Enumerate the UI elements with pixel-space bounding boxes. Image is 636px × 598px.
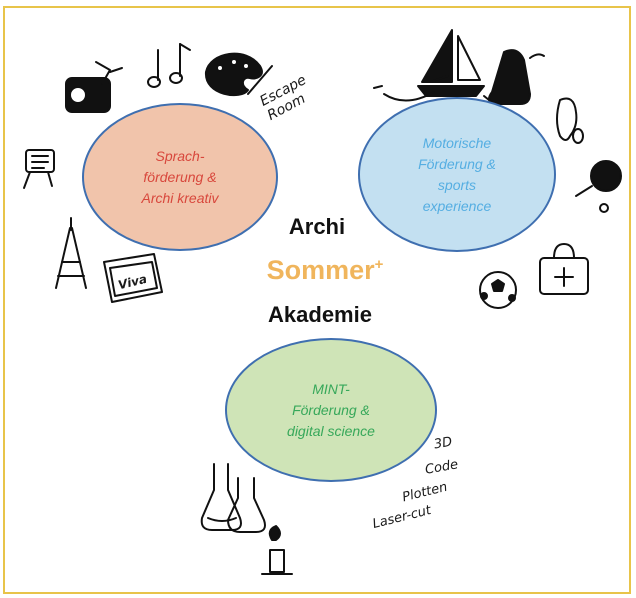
- palette-icon: [204, 52, 273, 97]
- viva-card-icon: [103, 253, 163, 303]
- footprint-icon: [556, 97, 584, 144]
- sprach-bubble: Sprach- förderung & Archi kreativ: [82, 103, 278, 251]
- mint-bubble: MINT- Förderung & digital science: [225, 338, 437, 482]
- title-sommer: Sommer+: [245, 255, 405, 286]
- flags-icon: [23, 149, 55, 189]
- first-aid-bag-icon: [539, 243, 589, 295]
- motorik-bubble: Motorische Förderung & sports experience: [358, 97, 556, 252]
- title-sommer-plus: +: [374, 256, 384, 273]
- mint-note-3d: 3D: [432, 434, 454, 453]
- title-sommer-text: Sommer: [266, 255, 375, 285]
- ping-pong-icon: [575, 160, 622, 213]
- rowboat-icon: [373, 75, 449, 102]
- title-akademie: Akademie: [268, 302, 372, 327]
- shoe-icon: [483, 49, 545, 105]
- title-archi: Archi: [288, 214, 346, 239]
- eiffel-tower-icon: [55, 217, 87, 289]
- flasks-icon: [200, 463, 266, 533]
- sailboat-icon: [417, 29, 485, 97]
- theater-icon: [65, 61, 123, 113]
- bunsen-burner-icon: [261, 525, 293, 575]
- soccer-ball-icon: [479, 271, 517, 309]
- music-notes-icon: [147, 43, 191, 88]
